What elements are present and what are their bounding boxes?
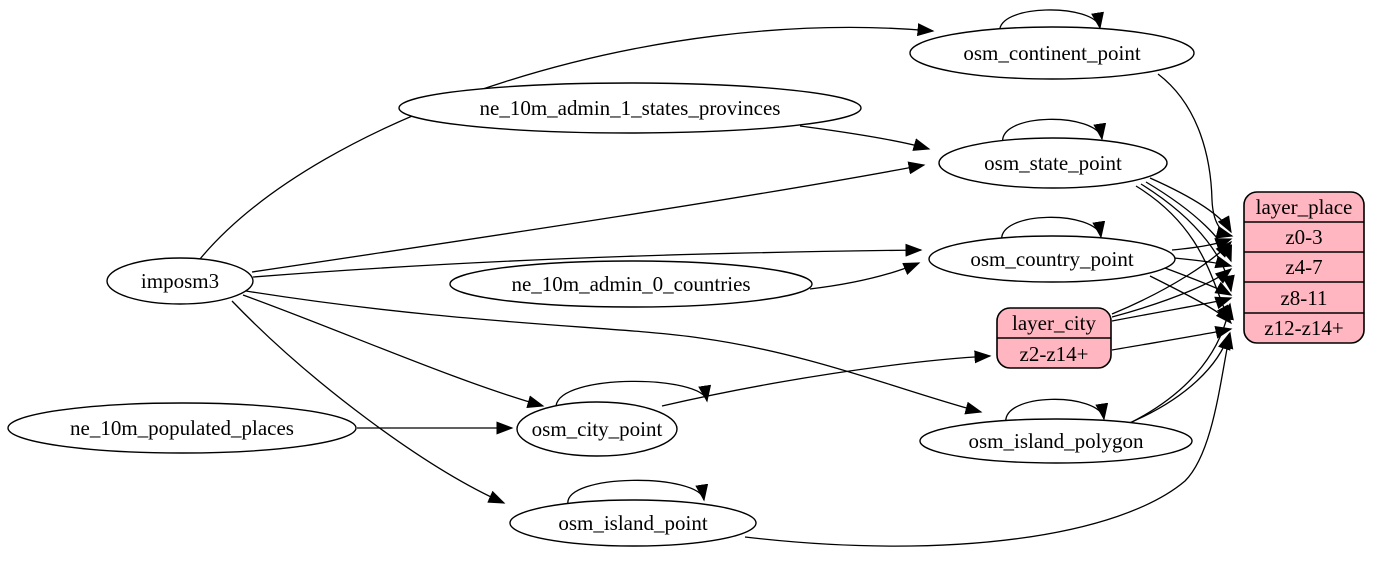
edge-island-point-z12-z14 bbox=[744, 331, 1234, 547]
edge-layer-city-z0-3 bbox=[1111, 240, 1233, 315]
city-ellipse bbox=[516, 401, 678, 457]
layer-place-row-z0-3: z0-3 bbox=[1285, 225, 1322, 249]
node-osm-city-point: osm_city_point bbox=[516, 401, 678, 457]
edge-state-z8-11 bbox=[1140, 183, 1235, 293]
edge-layer-city-z12-z14 bbox=[1111, 326, 1233, 351]
edge-state-z0-3 bbox=[1149, 177, 1232, 234]
node-ne-10m-admin-1-states-provinces: ne_10m_admin_1_states_provinces bbox=[398, 82, 862, 134]
continent-ellipse bbox=[909, 26, 1195, 80]
ne-populated-label: ne_10m_populated_places bbox=[70, 416, 294, 440]
edge-island-polygon-z8-11 bbox=[1129, 302, 1234, 424]
node-ne-10m-populated-places: ne_10m_populated_places bbox=[7, 402, 357, 454]
city-label: osm_city_point bbox=[532, 417, 663, 441]
continent-label: osm_continent_point bbox=[963, 41, 1140, 65]
edge-imposm3-continent bbox=[199, 23, 935, 260]
edge-imposm3-city bbox=[242, 294, 545, 409]
node-osm-continent-point: osm_continent_point bbox=[909, 26, 1195, 80]
island-point-ellipse bbox=[509, 499, 757, 547]
ne-admin0-label: ne_10m_admin_0_countries bbox=[511, 272, 750, 296]
self-loop-country bbox=[1001, 216, 1106, 243]
island-polygon-ellipse bbox=[919, 418, 1193, 464]
self-loop-island-point bbox=[567, 479, 709, 506]
edge-layer-city-z4-7 bbox=[1111, 268, 1233, 318]
node-osm-state-point: osm_state_point bbox=[938, 137, 1168, 189]
node-osm-country-point: osm_country_point bbox=[928, 235, 1176, 283]
edge-country-z0-3 bbox=[1171, 238, 1233, 251]
node-ne-10m-admin-0-countries: ne_10m_admin_0_countries bbox=[449, 260, 813, 308]
layer-place-row-z4-7: z4-7 bbox=[1285, 255, 1322, 279]
node-osm-island-point: osm_island_point bbox=[509, 499, 757, 547]
layer-place-title: layer_place bbox=[1256, 195, 1353, 219]
self-loop-island-polygon bbox=[1005, 398, 1109, 425]
self-loop-state bbox=[1002, 118, 1107, 145]
layer-place-row-z8-11: z8-11 bbox=[1280, 286, 1327, 310]
imposm3-ellipse bbox=[106, 257, 254, 305]
record-layer-city: layer_city z2-z14+ bbox=[996, 307, 1112, 369]
ne-admin1-label: ne_10m_admin_1_states_provinces bbox=[480, 96, 781, 120]
edge-imposm3-state bbox=[251, 161, 926, 273]
node-imposm3: imposm3 bbox=[106, 257, 254, 305]
layer-city-row-z2-z14: z2-z14+ bbox=[1020, 342, 1089, 366]
edge-imposm3-island-point bbox=[231, 300, 506, 504]
edge-layer-city-z8-11 bbox=[1111, 296, 1233, 322]
ne-populated-ellipse bbox=[7, 402, 357, 454]
node-osm-island-polygon: osm_island_polygon bbox=[919, 418, 1193, 464]
island-point-label: osm_island_point bbox=[558, 511, 708, 535]
self-loop-city bbox=[555, 380, 711, 407]
edge-island-polygon-z12-z14 bbox=[1119, 332, 1231, 428]
country-ellipse bbox=[928, 235, 1176, 283]
ne-admin1-ellipse bbox=[398, 82, 862, 134]
edge-country-z8-11 bbox=[1164, 267, 1233, 296]
country-label: osm_country_point bbox=[970, 247, 1133, 271]
state-ellipse bbox=[938, 137, 1168, 189]
island-polygon-label: osm_island_polygon bbox=[968, 429, 1144, 453]
edge-imposm3-country bbox=[252, 243, 923, 278]
imposm3-label: imposm3 bbox=[141, 269, 219, 293]
layer-place-box bbox=[1243, 191, 1365, 344]
edge-country-z4-7 bbox=[1173, 255, 1233, 269]
edge-ne-admin1-state bbox=[799, 125, 931, 151]
edge-ne-admin0-country bbox=[809, 262, 921, 290]
edge-city-layer-city bbox=[661, 350, 992, 407]
record-layer-place: layer_place z0-3 z4-7 z8-11 z12-z14+ bbox=[1243, 191, 1365, 344]
edge-country-z12-z14 bbox=[1149, 275, 1233, 325]
layer-place-row-z12-z14: z12-z14+ bbox=[1264, 316, 1343, 340]
state-label: osm_state_point bbox=[984, 151, 1122, 175]
ne-admin0-ellipse bbox=[449, 260, 813, 308]
layer-city-title: layer_city bbox=[1012, 311, 1096, 335]
self-loop-continent bbox=[999, 9, 1104, 35]
edge-imposm3-island-polygon bbox=[245, 290, 983, 415]
